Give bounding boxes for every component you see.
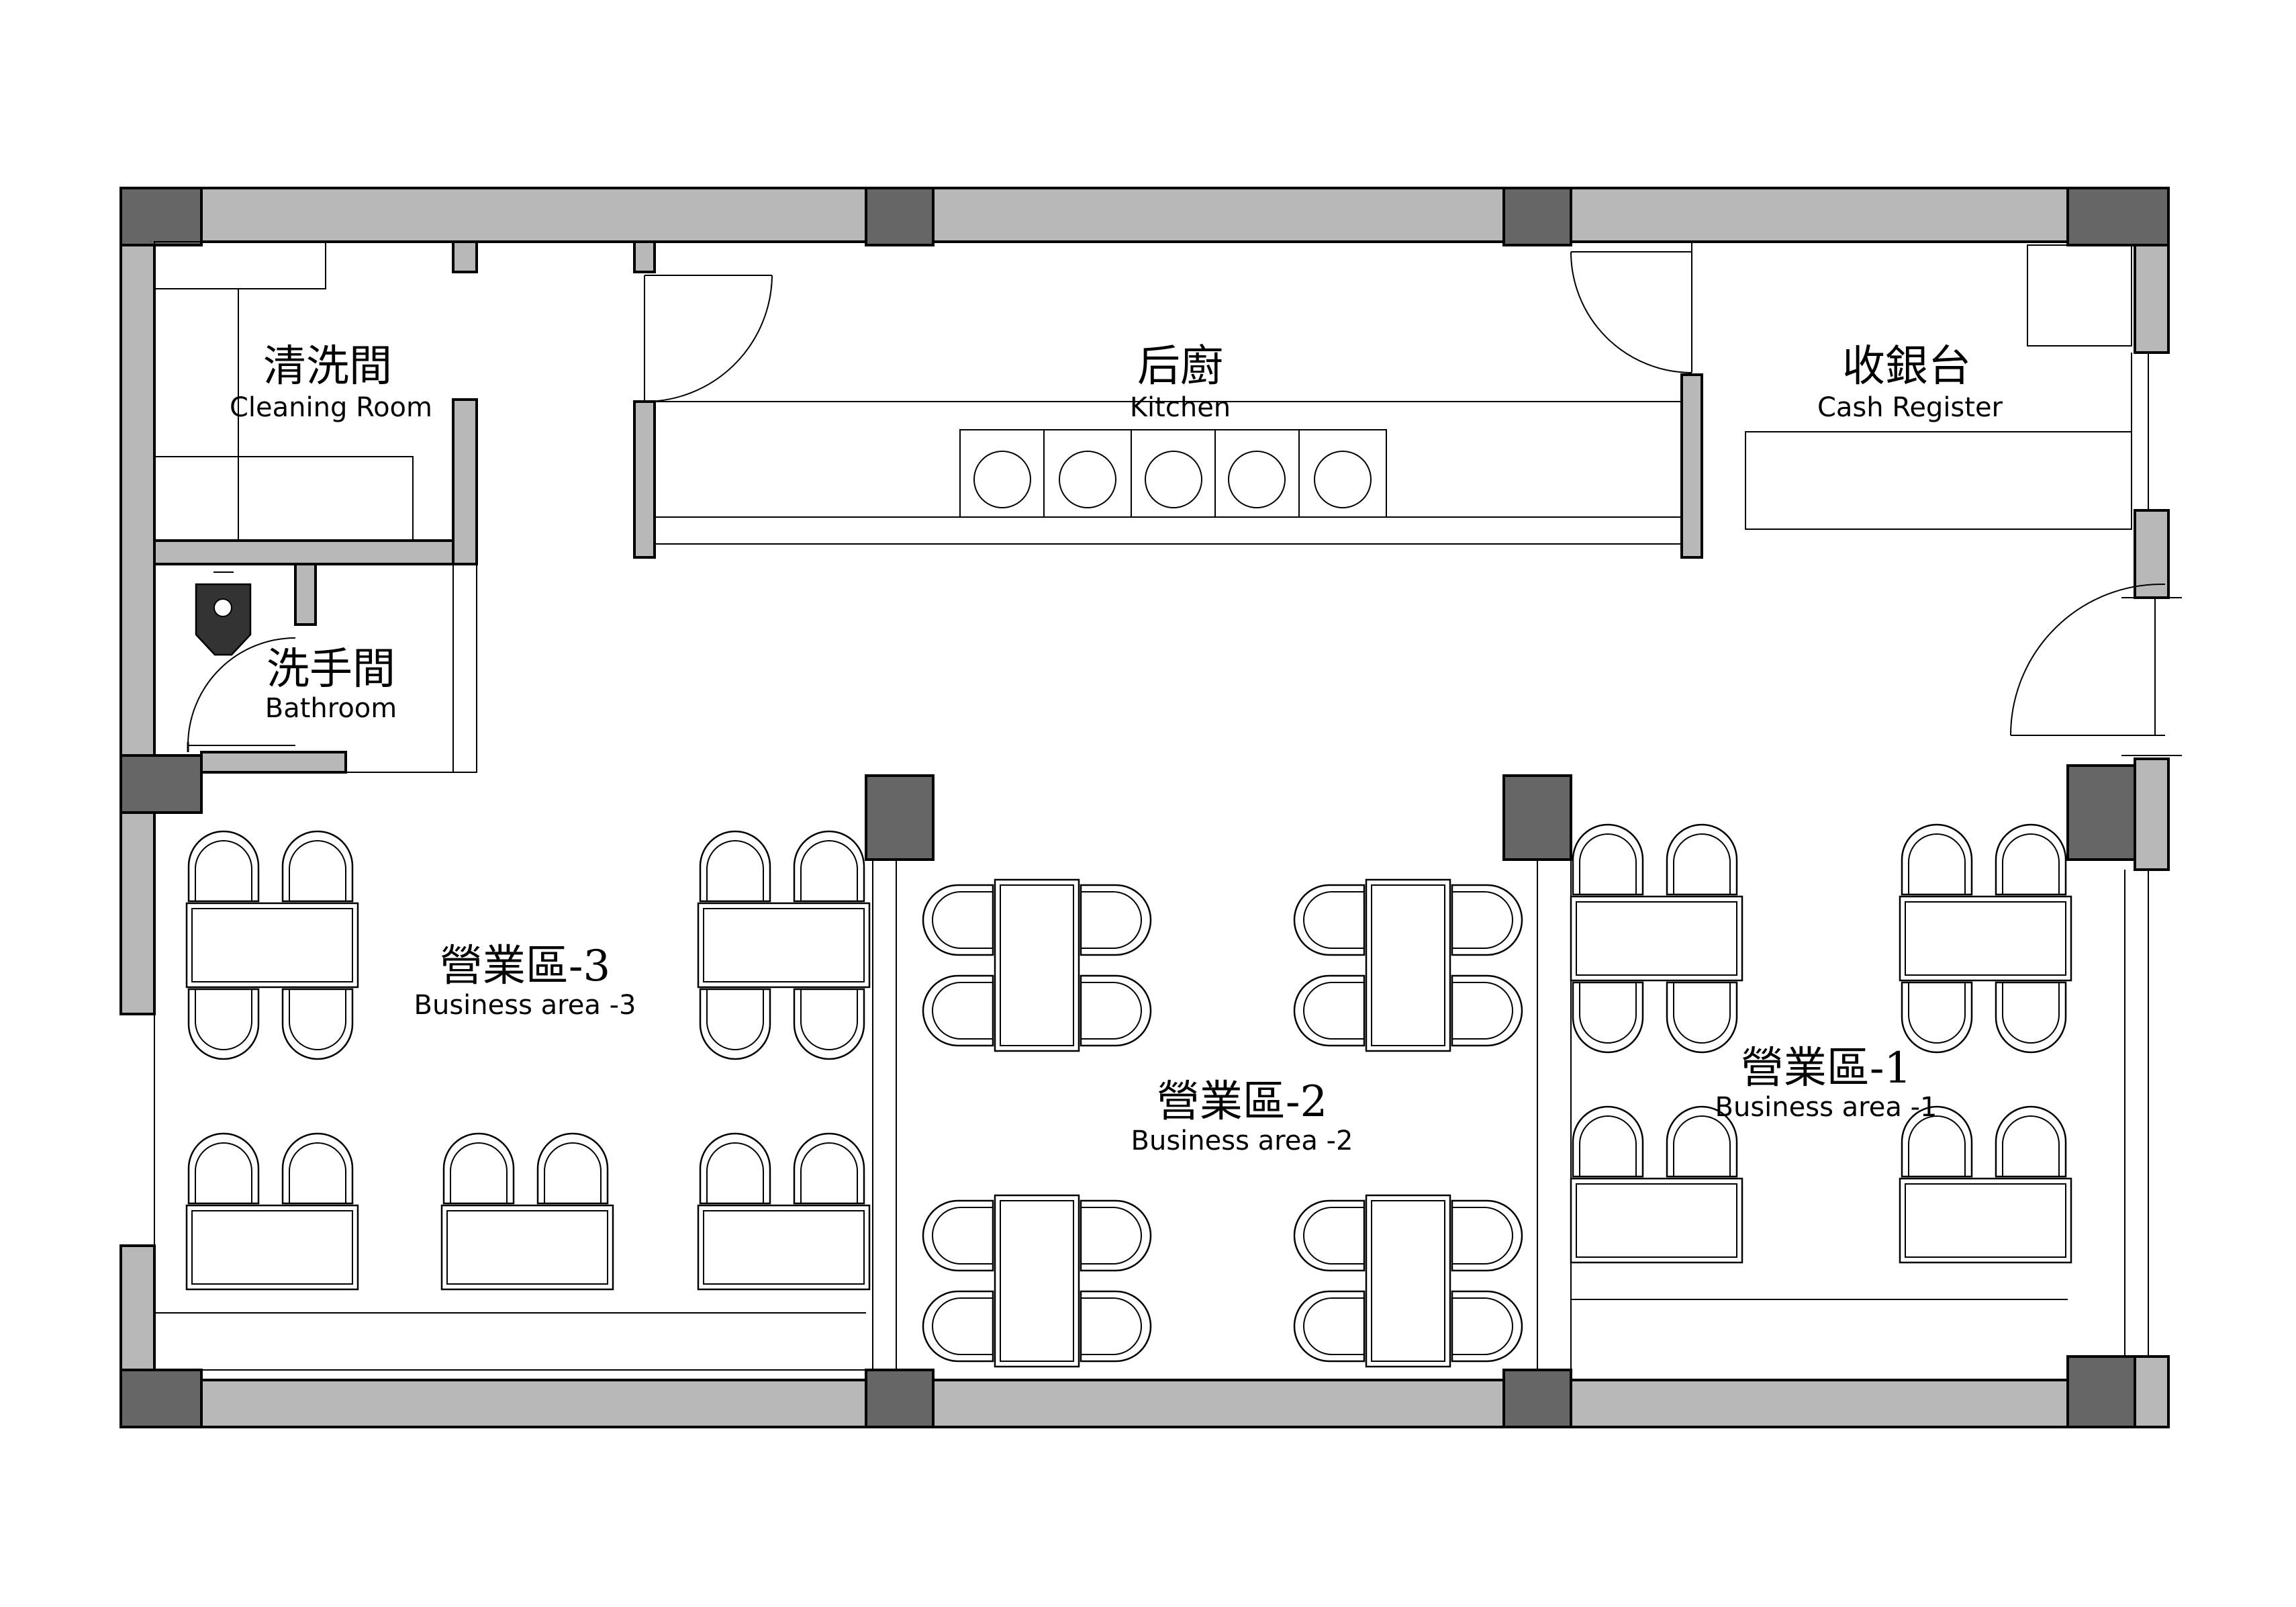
label-cleaning-zh: 清洗間 bbox=[263, 342, 392, 392]
chair-icon bbox=[793, 988, 865, 1060]
door-swing-icon bbox=[2010, 583, 2166, 736]
chair-icon bbox=[699, 830, 771, 903]
chair-icon bbox=[922, 974, 994, 1047]
table-icon bbox=[1365, 878, 1451, 1052]
table-icon bbox=[185, 1204, 359, 1291]
chair-icon bbox=[793, 1132, 865, 1205]
table-icon bbox=[1570, 895, 1743, 982]
chair-icon bbox=[1995, 823, 2067, 896]
chair-icon bbox=[1666, 823, 1738, 896]
table-icon bbox=[697, 902, 871, 989]
chair-icon bbox=[1572, 823, 1644, 896]
chair-icon bbox=[1080, 974, 1152, 1047]
chair-icon bbox=[1901, 823, 1973, 896]
label-cleaning-en: Cleaning Room bbox=[230, 392, 432, 423]
chair-icon bbox=[1451, 974, 1523, 1047]
door-swing-icon bbox=[644, 275, 773, 402]
chair-icon bbox=[1293, 1290, 1366, 1363]
chair-icon bbox=[922, 1290, 994, 1363]
table-icon bbox=[994, 878, 1080, 1052]
door-swing-icon bbox=[187, 637, 296, 752]
chair-icon bbox=[922, 1199, 994, 1272]
stove-burner-icon bbox=[973, 451, 1372, 508]
chair-icon bbox=[536, 1132, 609, 1205]
label-area3-en: Business area -3 bbox=[414, 990, 636, 1021]
kitchen bbox=[644, 242, 1692, 545]
table-icon bbox=[185, 902, 359, 989]
chair-icon bbox=[1666, 1105, 1738, 1178]
bathroom bbox=[187, 563, 477, 773]
chair-icon bbox=[281, 988, 354, 1060]
table-icon bbox=[1570, 1177, 1743, 1264]
table-icon bbox=[994, 1194, 1080, 1368]
label-area2-en: Business area -2 bbox=[1131, 1126, 1353, 1156]
label-bathroom-en: Bathroom bbox=[265, 693, 397, 724]
chair-icon bbox=[281, 830, 354, 903]
table-icon bbox=[1899, 895, 2072, 982]
chair-icon bbox=[1451, 884, 1523, 956]
label-kitchen-zh: 后廚 bbox=[1137, 342, 1223, 392]
chair-icon bbox=[1080, 884, 1152, 956]
label-area1-en: Business area -1 bbox=[1715, 1092, 1938, 1123]
chair-icon bbox=[1666, 981, 1738, 1054]
room-labels: 清洗間 Cleaning Room 后廚 Kitchen 收銀台 Cash Re… bbox=[230, 342, 2003, 1156]
table-icon bbox=[1899, 1177, 2072, 1264]
chair-icon bbox=[922, 884, 994, 956]
door-swing-icon bbox=[1570, 242, 1692, 373]
chair-icon bbox=[187, 988, 260, 1060]
chair-icon bbox=[793, 830, 865, 903]
chair-icon bbox=[187, 830, 260, 903]
chair-icon bbox=[281, 1132, 354, 1205]
chair-icon bbox=[1451, 1199, 1523, 1272]
chair-icon bbox=[699, 1132, 771, 1205]
label-kitchen-en: Kitchen bbox=[1130, 392, 1231, 423]
chair-icon bbox=[442, 1132, 515, 1205]
label-bathroom-zh: 洗手間 bbox=[267, 645, 395, 694]
cleaning-room-fixtures bbox=[154, 241, 414, 541]
chair-icon bbox=[1293, 974, 1366, 1047]
table-icon bbox=[440, 1204, 614, 1291]
table-icon bbox=[697, 1204, 871, 1291]
label-cashier-en: Cash Register bbox=[1817, 392, 2003, 423]
chair-icon bbox=[1080, 1199, 1152, 1272]
chair-icon bbox=[1995, 981, 2067, 1054]
chair-icon bbox=[1293, 1199, 1366, 1272]
cash-register bbox=[1745, 244, 2182, 1357]
label-area1-zh: 營業區-1 bbox=[1741, 1044, 1911, 1093]
chair-icon bbox=[1080, 1290, 1152, 1363]
label-area2-zh: 營業區-2 bbox=[1157, 1077, 1327, 1127]
chair-icon bbox=[1572, 981, 1644, 1054]
chair-icon bbox=[1995, 1105, 2067, 1178]
chair-icon bbox=[1901, 981, 1973, 1054]
label-area3-zh: 營業區-3 bbox=[440, 942, 610, 991]
chair-icon bbox=[1901, 1105, 1973, 1178]
chair-icon bbox=[699, 988, 771, 1060]
chair-icon bbox=[1293, 884, 1366, 956]
chair-icon bbox=[1572, 1105, 1644, 1178]
furniture bbox=[185, 823, 2072, 1368]
table-icon bbox=[1365, 1194, 1451, 1368]
label-cashier-zh: 收銀台 bbox=[1842, 342, 1971, 392]
columns bbox=[119, 187, 2170, 1428]
chair-icon bbox=[1451, 1290, 1523, 1363]
toilet-icon bbox=[195, 571, 252, 656]
chair-icon bbox=[187, 1132, 260, 1205]
